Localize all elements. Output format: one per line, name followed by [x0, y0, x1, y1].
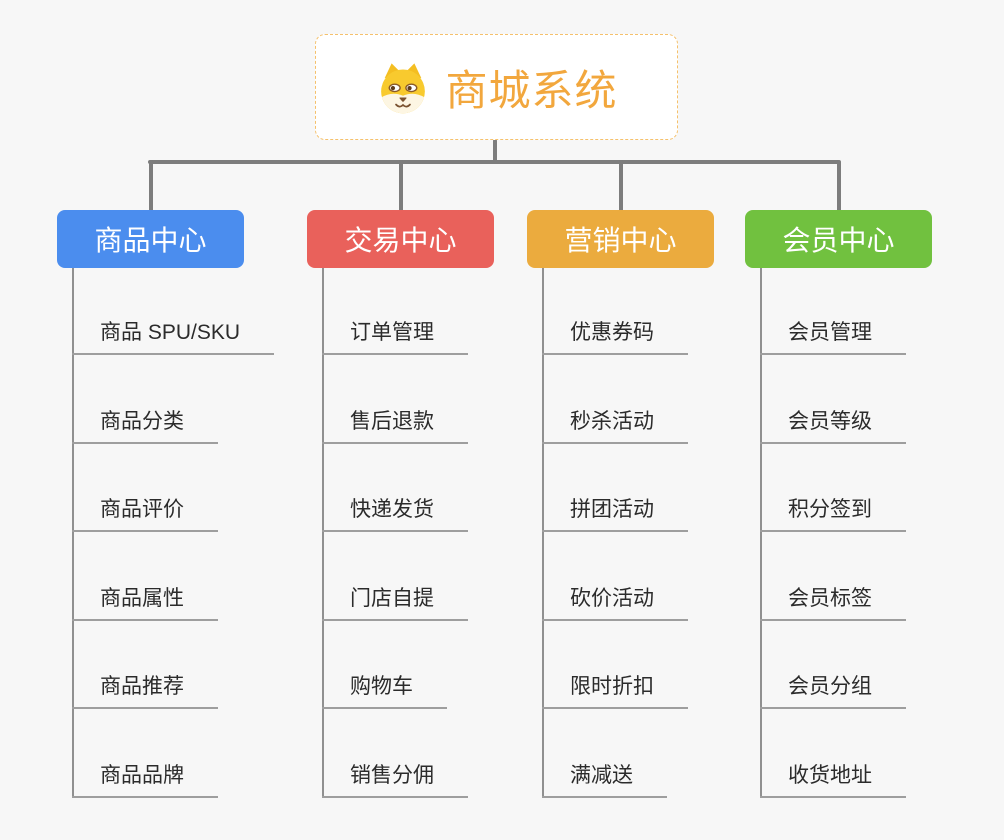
branch-bus-line [148, 160, 840, 164]
subtopic[interactable]: 积分签到 [760, 492, 906, 532]
subtopic-label: 积分签到 [788, 498, 872, 521]
subtopic-label: 快递发货 [350, 498, 434, 521]
branch-trunk-line [72, 268, 74, 798]
branch-column: 交易中心 订单管理 售后退款 快递发货 门店自提 购物车 销售分佣 [307, 210, 557, 832]
subtopic-label: 会员等级 [788, 409, 872, 433]
subtopic[interactable]: 快递发货 [322, 492, 468, 532]
branch-trunk-line [542, 268, 544, 798]
subtopic-label: 限时折扣 [570, 675, 654, 698]
subtopic[interactable]: 订单管理 [322, 315, 468, 355]
branch-drop-line [148, 160, 153, 212]
branch-topic-label: 商品中心 [94, 225, 207, 256]
branch-drop-line [398, 160, 403, 212]
subtopic-label: 满减送 [570, 763, 633, 787]
subtopic-label: 砍价活动 [570, 586, 654, 610]
subtopic[interactable]: 商品 SPU/SKU [72, 315, 275, 355]
root-connector-line [493, 139, 497, 163]
subtopic-label: 商品品牌 [100, 763, 184, 787]
branch-topic[interactable]: 营销中心 [527, 210, 714, 268]
subtopic-label: 商品 SPU/SKU [100, 321, 241, 344]
subtopic[interactable]: 拼团活动 [542, 492, 688, 532]
branch-trunk-line [322, 268, 324, 798]
subtopic-label: 门店自提 [350, 586, 434, 610]
subtopic-label: 会员分组 [788, 675, 872, 698]
branch-column: 会员中心 会员管理 会员等级 积分签到 会员标签 会员分组 收货地址 [745, 210, 995, 832]
subtopic-label: 商品属性 [100, 586, 184, 610]
branch-topic[interactable]: 会员中心 [745, 210, 932, 268]
branch-column: 营销中心 优惠券码 秒杀活动 拼团活动 砍价活动 限时折扣 满减送 [527, 210, 777, 832]
branch-topic-label: 营销中心 [564, 225, 677, 256]
subtopic-label: 拼团活动 [570, 498, 654, 521]
subtopic-label: 商品评价 [100, 498, 184, 521]
subtopic[interactable]: 商品分类 [72, 404, 218, 444]
branch-topic[interactable]: 商品中心 [57, 210, 244, 268]
subtopic[interactable]: 商品属性 [72, 581, 218, 621]
root-topic-title: 商城系统 [445, 66, 618, 114]
subtopic[interactable]: 销售分佣 [322, 758, 468, 798]
subtopic[interactable]: 满减送 [542, 758, 667, 798]
subtopic-label: 购物车 [350, 675, 413, 698]
subtopic[interactable]: 优惠券码 [542, 315, 688, 355]
subtopic[interactable]: 会员标签 [760, 581, 906, 621]
subtopic-label: 销售分佣 [350, 763, 434, 787]
subtopic[interactable]: 会员管理 [760, 315, 906, 355]
branch-topic-label: 会员中心 [782, 225, 895, 256]
subtopic-label: 收货地址 [788, 763, 872, 787]
subtopic[interactable]: 限时折扣 [542, 669, 688, 709]
branch-topic-label: 交易中心 [344, 225, 457, 256]
branch-topic[interactable]: 交易中心 [307, 210, 494, 268]
subtopic-label: 商品推荐 [100, 675, 184, 698]
subtopic[interactable]: 商品评价 [72, 492, 218, 532]
branch-trunk-line [760, 268, 762, 798]
subtopic-label: 商品分类 [100, 409, 184, 433]
subtopic-label: 秒杀活动 [570, 409, 654, 433]
subtopic[interactable]: 会员分组 [760, 669, 906, 709]
subtopic-label: 会员管理 [788, 321, 872, 344]
root-topic[interactable]: 商城系统 [315, 34, 678, 140]
branch-drop-line [618, 160, 623, 212]
shiba-dog-icon [375, 59, 431, 115]
subtopic[interactable]: 商品推荐 [72, 669, 218, 709]
subtopic[interactable]: 售后退款 [322, 404, 468, 444]
subtopic[interactable]: 购物车 [322, 669, 447, 709]
subtopic-label: 优惠券码 [570, 321, 654, 344]
subtopic-label: 售后退款 [350, 409, 434, 433]
subtopic[interactable]: 商品品牌 [72, 758, 218, 798]
subtopic[interactable]: 门店自提 [322, 581, 468, 621]
subtopic[interactable]: 砍价活动 [542, 581, 688, 621]
branch-column: 商品中心 商品 SPU/SKU 商品分类 商品评价 商品属性 商品推荐 商品品牌 [57, 210, 307, 832]
subtopic[interactable]: 收货地址 [760, 758, 906, 798]
subtopic-label: 订单管理 [350, 321, 434, 344]
branch-drop-line [836, 160, 841, 212]
subtopic-label: 会员标签 [788, 586, 872, 610]
subtopic[interactable]: 秒杀活动 [542, 404, 688, 444]
subtopic[interactable]: 会员等级 [760, 404, 906, 444]
